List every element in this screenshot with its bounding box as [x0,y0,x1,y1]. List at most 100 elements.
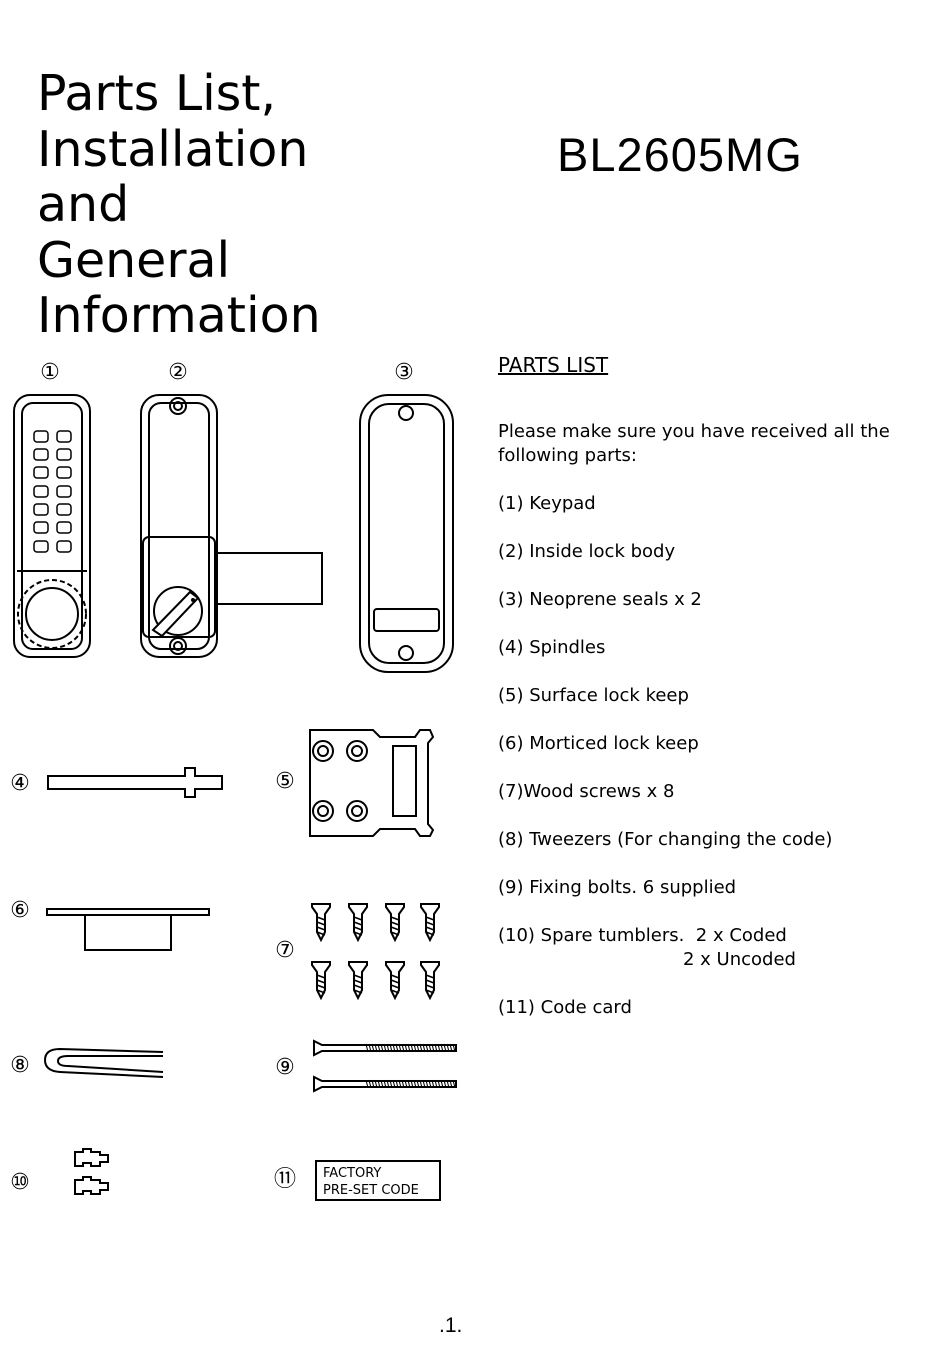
bolt-thread [407,1043,411,1053]
bolt-thread [419,1043,423,1053]
screw-thread [316,989,326,994]
document-title: Parts List, Installation and General Inf… [37,66,321,344]
spindle-illustration [47,767,223,798]
screw-thread [425,984,435,989]
bolt-thread [386,1079,390,1089]
bolt-thread [446,1079,450,1089]
bolt-thread [443,1079,447,1089]
bolt-thread [383,1079,387,1089]
bolt-thread [407,1079,411,1089]
bolt-thread [410,1043,414,1053]
parts-list-item: (2) Inside lock body [498,541,676,562]
fixing-bolt [313,1039,457,1057]
code-card-illustration: FACTORY PRE-SET CODE [315,1160,441,1201]
bolt-thread [413,1043,417,1053]
screw-thread [316,979,326,984]
screw-thread [353,974,363,979]
bolt-thread [446,1043,450,1053]
title-line: General [37,231,231,289]
wood-screw [385,961,405,1001]
neoprene-seal-illustration [359,394,454,673]
screw-thread [390,931,400,936]
figure-number-3: ③ [394,360,414,385]
title-line: and [37,176,130,233]
bolt-thread [404,1079,408,1089]
bolt-thread [368,1043,372,1053]
tweezers-illustration [43,1047,164,1078]
bolt-thread [365,1079,369,1089]
bolt-thread [374,1043,378,1053]
wood-screws-illustration [311,903,440,1001]
bolt-thread [416,1043,420,1053]
morticed-keep-illustration [46,908,210,951]
bolt-thread [404,1043,408,1053]
bolt-thread [401,1043,405,1053]
bolt-thread [440,1043,444,1053]
parts-list-item-continued: 2 x Uncoded [683,949,796,970]
bolt-thread [434,1079,438,1089]
bolt-thread [410,1079,414,1089]
bolt-thread [383,1043,387,1053]
bolt-thread [374,1079,378,1089]
bolt-thread [434,1043,438,1053]
bolt-thread [440,1079,444,1089]
bolt-thread [392,1079,396,1089]
fixing-bolts-illustration [313,1039,457,1093]
bolt-thread [452,1043,456,1053]
screw-thread [353,989,363,994]
bolt-thread [389,1043,393,1053]
bolt-thread [398,1043,402,1053]
bolt-thread [371,1079,375,1089]
screw-thread [353,926,363,931]
bolt-thread [368,1079,372,1089]
screw-thread [390,974,400,979]
wood-screw [311,903,331,943]
bolt-thread [395,1043,399,1053]
screw-thread [316,916,326,921]
figure-number-5: ⑤ [275,769,295,794]
screw-thread [390,921,400,926]
screw-thread [390,989,400,994]
screw-thread [353,979,363,984]
bolt-thread [401,1079,405,1089]
figure-number-2: ② [168,360,188,385]
bolt-thread [422,1043,426,1053]
screw-thread [316,931,326,936]
screw-thread [425,979,435,984]
bolt-thread [389,1079,393,1089]
spare-tumblers-illustration [74,1148,109,1195]
figure-number-7: ⑦ [275,938,295,963]
screw-thread [353,921,363,926]
screw-thread [353,984,363,989]
code-card-line-1: FACTORY [323,1166,381,1181]
bolt-thread [425,1079,429,1089]
lock-body-illustration [140,394,323,658]
bolt-thread [437,1043,441,1053]
wood-screw [311,961,331,1001]
parts-list-item: (3) Neoprene seals x 2 [498,589,702,610]
screw-thread [316,984,326,989]
bolt-thread [380,1043,384,1053]
bolt-thread [449,1043,453,1053]
bolt-thread [428,1043,432,1053]
bolt-thread [398,1079,402,1089]
screw-thread [425,921,435,926]
figure-number-10: ⑩ [10,1170,30,1195]
bolt-thread [416,1079,420,1089]
screw-thread [353,916,363,921]
title-line: Information [37,287,321,344]
parts-list-item: (11) Code card [498,997,632,1018]
bolt-thread [443,1043,447,1053]
bolt-thread [392,1043,396,1053]
fixing-bolt [313,1075,457,1093]
page-number: .1. [439,1314,463,1337]
parts-list-heading: PARTS LIST [498,353,609,377]
bolt-thread [380,1079,384,1089]
screw-thread [425,931,435,936]
intro-line: Please make sure you have received all t… [498,421,890,442]
figure-number-8: ⑧ [10,1053,30,1078]
bolt-thread [431,1079,435,1089]
screw-thread [390,979,400,984]
screw-thread [425,926,435,931]
parts-list-item: (9) Fixing bolts. 6 supplied [498,877,737,898]
